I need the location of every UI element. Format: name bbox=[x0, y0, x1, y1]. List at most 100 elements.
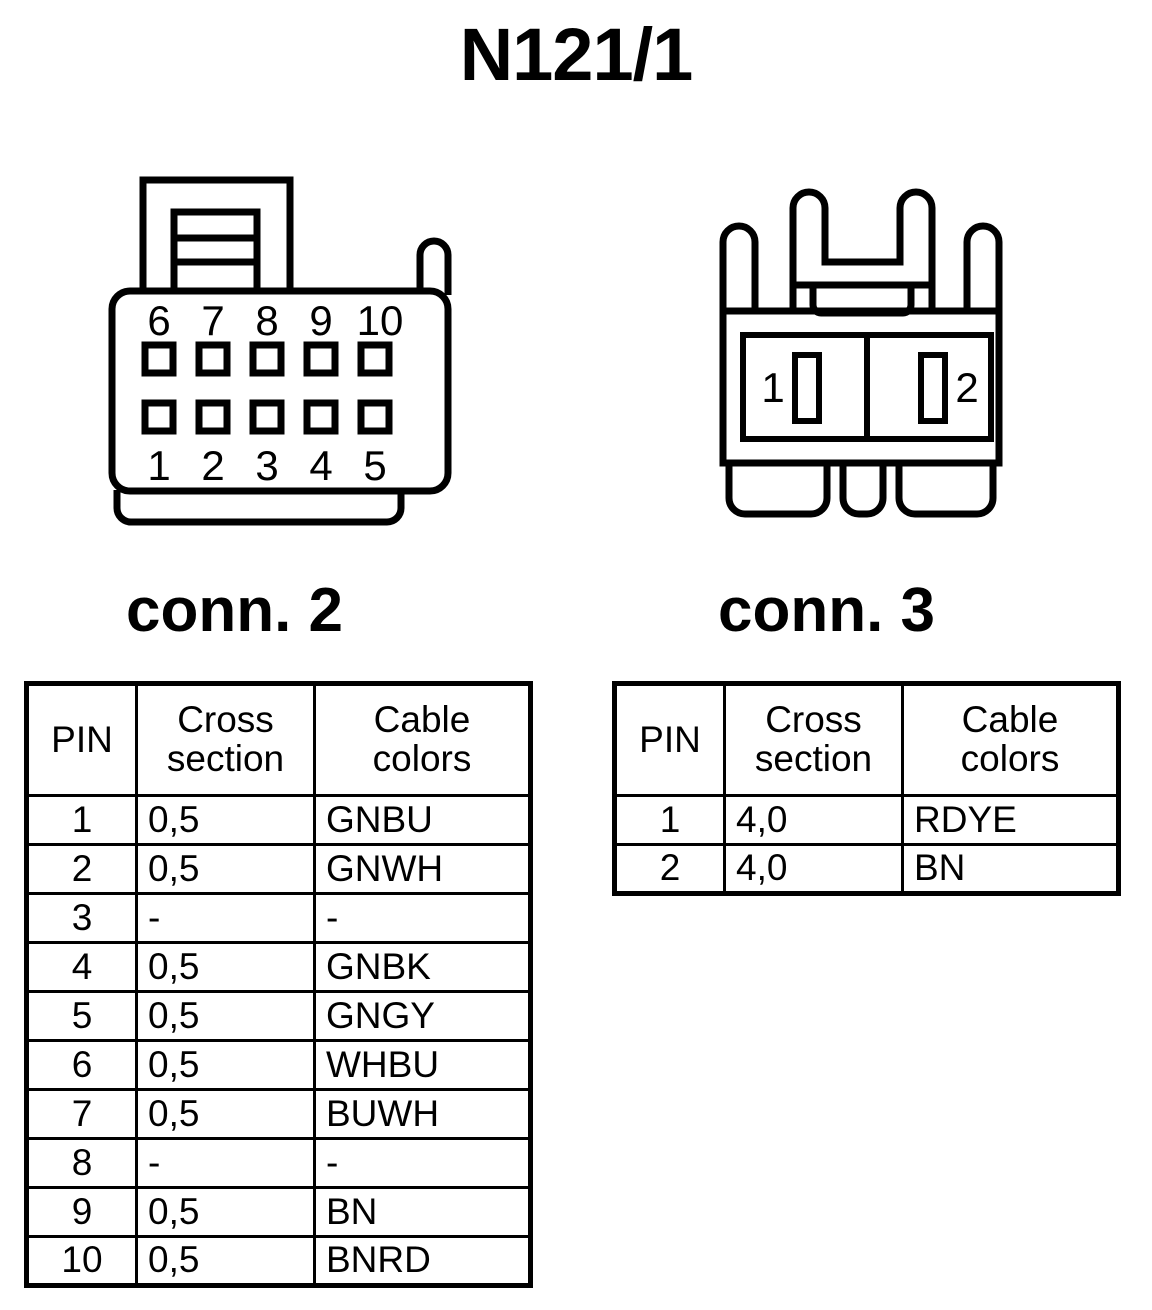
cross-section-cell: 4,0 bbox=[723, 843, 904, 895]
pin-cell: 6 bbox=[25, 1039, 138, 1091]
column-header-cable-colors: Cable colors bbox=[901, 682, 1120, 797]
pin-cell: 2 bbox=[613, 843, 726, 895]
pin-number-group-top: 6 7 8 9 10 bbox=[147, 297, 403, 344]
pin-cell: 1 bbox=[25, 794, 138, 846]
pin-cavity-8 bbox=[249, 341, 285, 377]
cable-colors-cell: GNGY bbox=[313, 990, 532, 1042]
table-header-row: PIN Cross section Cable colors bbox=[25, 682, 532, 797]
cable-header-line-1: Cable bbox=[373, 699, 471, 741]
pin-cavity-7 bbox=[195, 341, 231, 377]
cross-header-line-2: section bbox=[754, 738, 873, 779]
cross-header-line-2: section bbox=[166, 738, 285, 779]
pin-label-4: 4 bbox=[309, 442, 332, 489]
cable-header-line-1: Cable bbox=[961, 699, 1059, 741]
column-header-pin-label: PIN bbox=[639, 718, 701, 760]
side-key-tab bbox=[416, 237, 452, 295]
pin-cavity-1 bbox=[141, 399, 177, 435]
pin-cell: 9 bbox=[25, 1186, 138, 1238]
upper-lug-left bbox=[719, 222, 759, 312]
blade-slot-group bbox=[792, 352, 948, 424]
pin-label-2: 2 bbox=[201, 442, 224, 489]
pin-label-2: 2 bbox=[955, 364, 978, 411]
cross-section-cell: 0,5 bbox=[135, 1088, 316, 1140]
pin-cell: 7 bbox=[25, 1088, 138, 1140]
column-header-cable-colors: Cable colors bbox=[313, 682, 532, 797]
lower-tab-right bbox=[895, 463, 997, 518]
cable-colors-cell: - bbox=[313, 1137, 532, 1189]
pin-label-9: 9 bbox=[309, 297, 332, 344]
pin-cavity-row-bottom bbox=[141, 399, 393, 435]
latch-collar-outline bbox=[139, 176, 294, 292]
column-header-cross-section: Cross section bbox=[135, 682, 316, 797]
cable-colors-cell: BUWH bbox=[313, 1088, 532, 1140]
pin-cell: 5 bbox=[25, 990, 138, 1042]
center-latch-u bbox=[789, 188, 936, 312]
connector-3-diagram: 1 2 bbox=[695, 180, 1055, 530]
cross-section-cell: 0,5 bbox=[135, 1235, 316, 1287]
cable-colors-cell: BN bbox=[901, 843, 1120, 895]
latch-block-outline bbox=[170, 208, 261, 292]
pin-cavity-4 bbox=[303, 399, 339, 435]
pin-chamber-2 bbox=[864, 332, 994, 442]
pin-cavity-3 bbox=[249, 399, 285, 435]
pin-cavity-2 bbox=[195, 399, 231, 435]
pin-cell: 4 bbox=[25, 941, 138, 993]
cross-section-cell: - bbox=[135, 1137, 316, 1189]
lower-tab-left bbox=[725, 463, 831, 518]
cross-section-cell: 0,5 bbox=[135, 794, 316, 846]
table-head: PIN Cross section Cable colors bbox=[613, 682, 1120, 797]
housing-body bbox=[108, 287, 452, 495]
lower-tab-center bbox=[839, 463, 887, 518]
cross-section-cell: 4,0 bbox=[723, 794, 904, 846]
cross-section-cell: - bbox=[135, 892, 316, 944]
cable-colors-cell: GNBU bbox=[313, 794, 532, 846]
pin-label-3: 3 bbox=[255, 442, 278, 489]
cross-header-line-1: Cross bbox=[177, 699, 274, 741]
pin-cell: 1 bbox=[613, 794, 726, 846]
pin-chamber-group bbox=[740, 332, 994, 442]
pin-cell: 2 bbox=[25, 843, 138, 895]
connector-3-svg: 1 2 bbox=[719, 188, 1003, 518]
pin-cell: 3 bbox=[25, 892, 138, 944]
table-row: 3-- bbox=[25, 892, 532, 944]
connector-2-diagram: 6 7 8 9 10 1 2 3 4 5 bbox=[95, 160, 475, 530]
pin-cavity-6 bbox=[141, 341, 177, 377]
pin-label-8: 8 bbox=[255, 297, 278, 344]
page-title: N121/1 bbox=[459, 13, 694, 96]
cable-colors-cell: RDYE bbox=[901, 794, 1120, 846]
connector-2-heading: conn. 2 bbox=[126, 576, 344, 645]
pin-label-5: 5 bbox=[363, 442, 386, 489]
column-header-cross-section: Cross section bbox=[723, 682, 904, 797]
cable-colors-cell: - bbox=[313, 892, 532, 944]
column-header-pin: PIN bbox=[25, 682, 138, 797]
pin-label-10: 10 bbox=[357, 297, 404, 344]
table-header-row: PIN Cross section Cable colors bbox=[613, 682, 1120, 797]
table-head: PIN Cross section Cable colors bbox=[25, 682, 532, 797]
cross-section-cell: 0,5 bbox=[135, 843, 316, 895]
cable-colors-cell: GNBK bbox=[313, 941, 532, 993]
cable-header-line-2: colors bbox=[372, 738, 472, 779]
blade-slot-2 bbox=[918, 352, 948, 424]
blade-slot-1 bbox=[792, 352, 822, 424]
table-row: 8-- bbox=[25, 1137, 532, 1189]
housing-skirt bbox=[113, 490, 405, 526]
cable-colors-cell: BN bbox=[313, 1186, 532, 1238]
pin-cavity-5 bbox=[357, 399, 393, 435]
upper-lug-right bbox=[963, 222, 1003, 312]
pin-number-group: 1 2 bbox=[761, 364, 978, 411]
pin-label-1: 1 bbox=[761, 364, 784, 411]
cable-colors-cell: BNRD bbox=[313, 1235, 532, 1287]
pin-cavity-row-top bbox=[141, 341, 393, 377]
connector-3-heading: conn. 3 bbox=[718, 576, 936, 645]
